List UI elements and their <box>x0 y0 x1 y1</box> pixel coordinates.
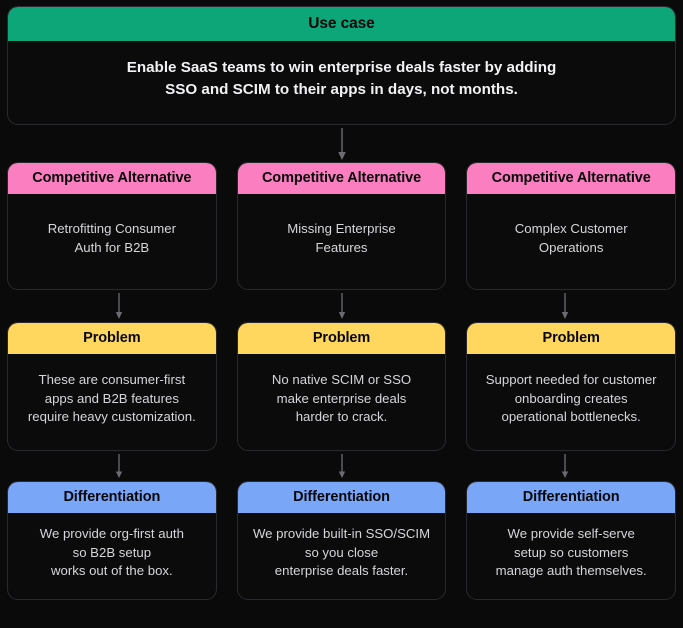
arrow-down-icon <box>337 127 346 160</box>
alternative-body-3: Complex Customer Operations <box>467 194 675 289</box>
differentiation-body-text-1: We provide org-first auth so B2B setup w… <box>39 525 184 579</box>
alternative-body-2: Missing Enterprise Features <box>238 194 446 289</box>
connector-prob-diff-1 <box>7 451 230 481</box>
problem-card-1: Problem These are consumer-first apps an… <box>7 322 217 451</box>
connectors-alternatives-to-problems <box>7 290 676 322</box>
arrow-down-icon <box>115 293 122 319</box>
problem-body-2: No native SCIM or SSO make enterprise de… <box>238 354 446 450</box>
alternative-body-1: Retrofitting Consumer Auth for B2B <box>8 194 216 289</box>
use-case-body: Enable SaaS teams to win enterprise deal… <box>8 41 675 124</box>
problem-header-1: Problem <box>8 323 216 355</box>
arrow-down-icon <box>338 293 345 319</box>
connectors-problems-to-differentiation <box>7 451 676 481</box>
alternative-body-text-1: Retrofitting Consumer Auth for B2B <box>47 220 176 255</box>
connector-alt-prob-2 <box>230 290 453 322</box>
problem-body-text-1: These are consumer-first apps and B2B fe… <box>27 371 196 425</box>
use-case-body-text: Enable SaaS teams to win enterprise deal… <box>126 58 557 98</box>
problem-body-text-3: Support needed for customer onboarding c… <box>485 371 657 425</box>
differentiation-body-1: We provide org-first auth so B2B setup w… <box>8 513 216 599</box>
connector-prob-diff-2 <box>230 451 453 481</box>
arrow-down-icon <box>561 293 568 319</box>
problem-header-3: Problem <box>467 323 676 355</box>
problem-header-2: Problem <box>237 323 446 355</box>
differentiation-header-1: Differentiation <box>8 482 216 514</box>
alternative-header-1: Competitive Alternative <box>8 163 216 195</box>
alternative-header-2: Competitive Alternative <box>237 163 446 195</box>
alternative-header-3: Competitive Alternative <box>467 163 676 195</box>
problem-card-2: Problem No native SCIM or SSO make enter… <box>236 322 447 451</box>
problems-row: Problem These are consumer-first apps an… <box>7 322 677 451</box>
arrow-down-icon <box>338 454 345 478</box>
differentiation-card-1: Differentiation We provide org-first aut… <box>7 481 217 600</box>
differentiation-card-2: Differentiation We provide built-in SSO/… <box>236 481 447 600</box>
connector-alt-prob-1 <box>7 290 230 322</box>
use-case-header: Use case <box>8 7 675 42</box>
problem-body-text-2: No native SCIM or SSO make enterprise de… <box>271 371 412 425</box>
differentiation-card-3: Differentiation We provide self-serve se… <box>466 481 677 600</box>
arrow-down-icon <box>115 454 122 478</box>
alternative-body-text-2: Missing Enterprise Features <box>287 220 396 255</box>
alternative-card-3: Competitive Alternative Complex Customer… <box>466 162 677 290</box>
problem-body-3: Support needed for customer onboarding c… <box>467 354 675 450</box>
alternative-card-1: Competitive Alternative Retrofitting Con… <box>7 162 217 290</box>
use-case-card: Use case Enable SaaS teams to win enterp… <box>7 6 676 125</box>
differentiation-body-text-2: We provide built-in SSO/SCIM so you clos… <box>252 525 431 579</box>
connector-alt-prob-3 <box>453 290 676 322</box>
arrow-down-icon <box>561 454 568 478</box>
connector-usecase-to-alternatives <box>7 125 676 162</box>
problem-body-1: These are consumer-first apps and B2B fe… <box>8 354 216 450</box>
problem-card-3: Problem Support needed for customer onbo… <box>466 322 677 451</box>
differentiation-row: Differentiation We provide org-first aut… <box>7 481 677 600</box>
differentiation-body-2: We provide built-in SSO/SCIM so you clos… <box>238 513 446 599</box>
connector-prob-diff-3 <box>453 451 676 481</box>
differentiation-body-text-3: We provide self-serve setup so customers… <box>495 525 647 579</box>
differentiation-header-2: Differentiation <box>237 482 446 514</box>
alternative-card-2: Competitive Alternative Missing Enterpri… <box>236 162 447 290</box>
differentiation-body-3: We provide self-serve setup so customers… <box>467 513 675 599</box>
alternatives-row: Competitive Alternative Retrofitting Con… <box>7 162 677 290</box>
alternative-body-text-3: Complex Customer Operations <box>514 220 628 255</box>
differentiation-header-3: Differentiation <box>467 482 676 514</box>
